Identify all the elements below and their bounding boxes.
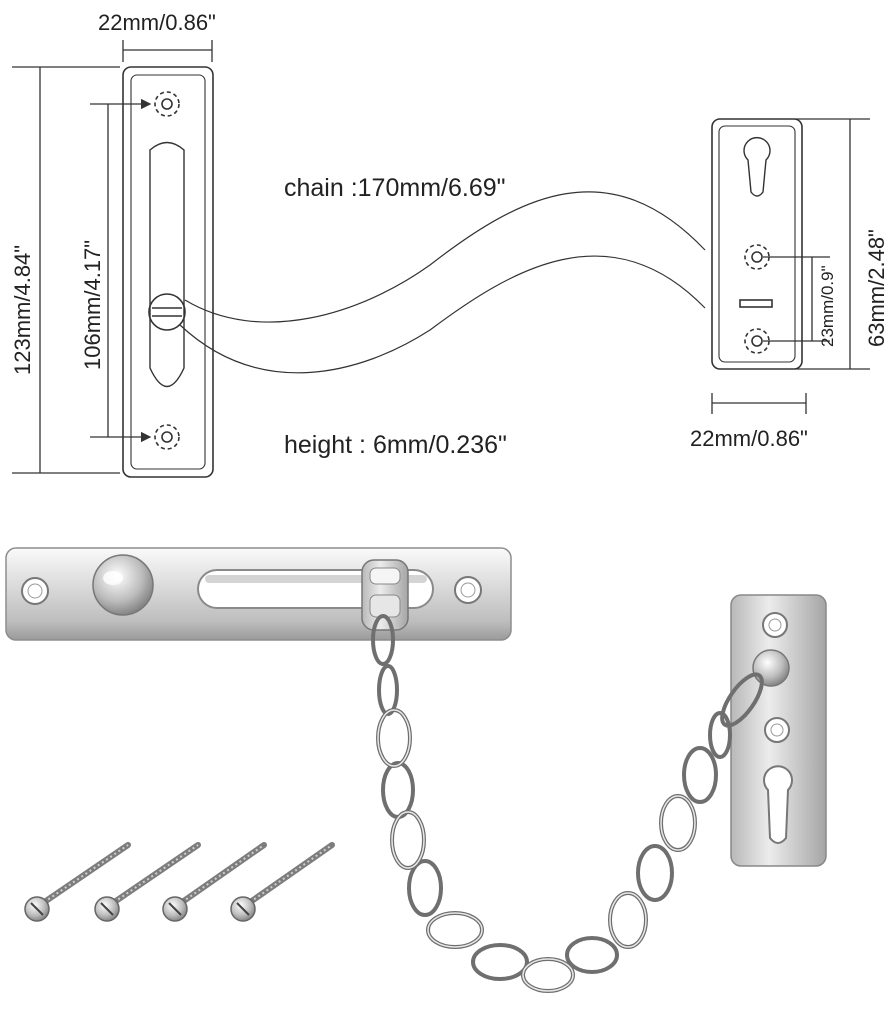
- chain-photo: [371, 614, 764, 993]
- right-plate-drawing: [711, 118, 803, 370]
- dim-left-top-width: 22mm/0.86": [98, 10, 216, 35]
- dim-left-total-height: 123mm/4.84": [10, 245, 35, 375]
- dim-right-hole-spacing: 23mm/0.9": [818, 265, 837, 347]
- screw-3: [162, 842, 267, 922]
- dim-chain-height: height : 6mm/0.236": [284, 431, 507, 459]
- screw-4: [230, 842, 335, 922]
- slider-knob-photo: [361, 559, 409, 631]
- dim-right-height: 63mm/2.48": [864, 229, 889, 347]
- screw-2: [94, 842, 201, 922]
- chain-curves: [179, 191, 706, 374]
- left-plate-drawing: [122, 66, 214, 478]
- dim-left-hole-spacing: 106mm/4.17": [80, 240, 105, 370]
- long-plate-photo: [5, 547, 512, 641]
- left-dimension-lines: [12, 40, 213, 474]
- screw-1: [24, 842, 131, 922]
- right-dimension-lines: [711, 118, 870, 414]
- chain-photo-highlights: [377, 709, 696, 992]
- dim-right-bottom-width: 22mm/0.86": [690, 426, 808, 451]
- short-plate-photo: [730, 594, 827, 867]
- dim-chain-length: chain :170mm/6.69": [284, 174, 506, 202]
